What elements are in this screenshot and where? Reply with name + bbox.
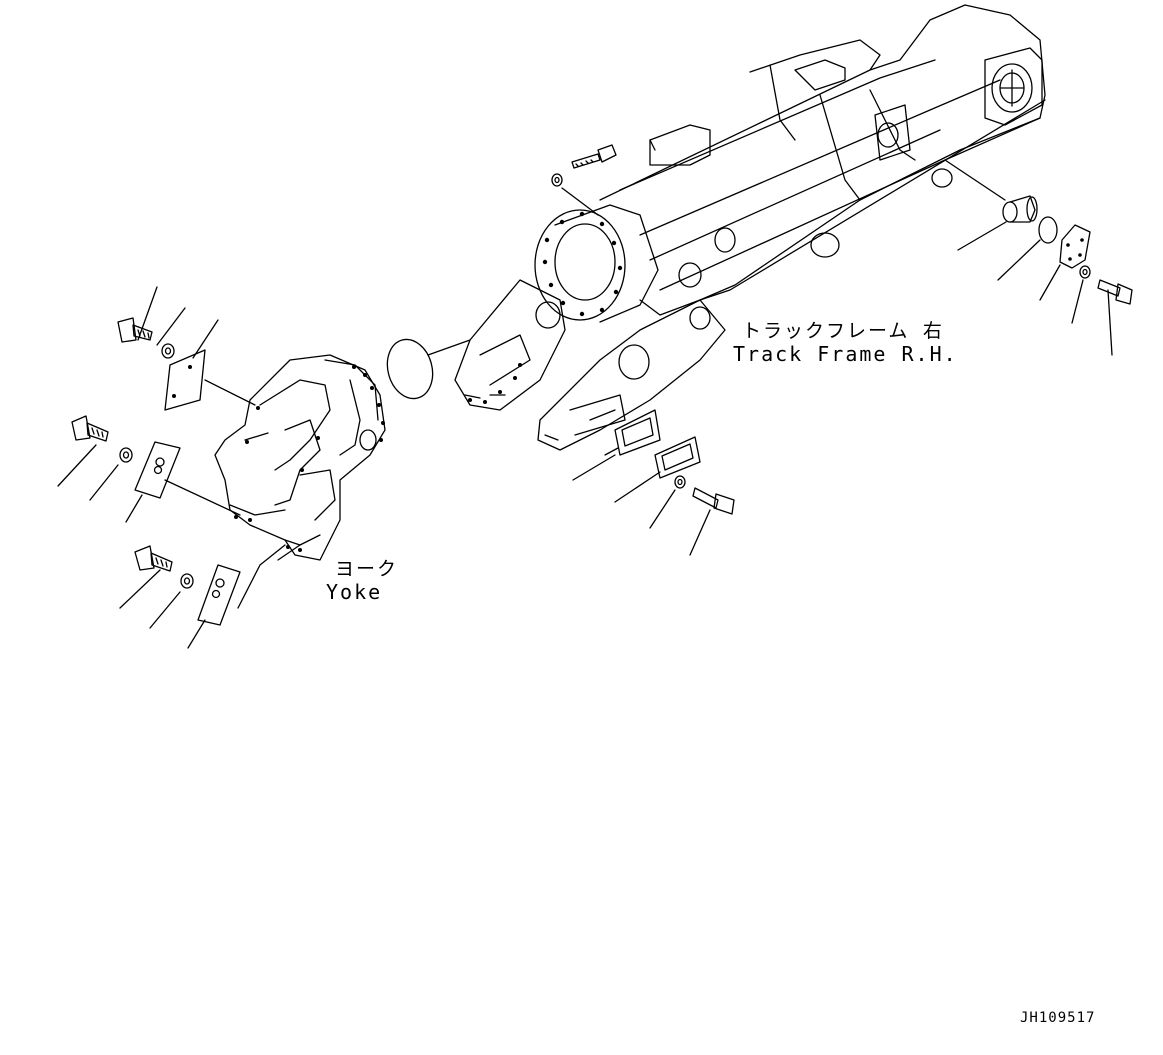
rear-o-ring [1038,216,1058,244]
drawing-code: JH109517 [1020,1010,1096,1026]
yoke-upper-plate [164,349,206,411]
track-frame-label-en: Track Frame R.H. [733,342,958,366]
yoke-lower-washer [180,573,194,589]
yoke-middle-washer [119,447,133,463]
track-frame-label-jp: トラックフレーム 右 [742,320,944,342]
rear-washer [1079,265,1091,279]
track-frame-drawing [454,4,1046,451]
yoke-upper-washer [161,343,175,359]
mid-washer [674,475,686,489]
mid-shim-plate-1 [604,409,661,456]
yoke-middle-bolt [71,415,109,442]
rear-plug [1002,195,1038,223]
rear-cover [1059,224,1091,269]
frame-top-washer [551,173,563,187]
mid-shim-plate-2 [654,436,701,479]
yoke-lower-bolt [134,545,173,572]
rear-bolt [1097,279,1133,305]
yoke-middle-plate [134,441,181,499]
frame-top-bolt [571,144,617,169]
o-ring [386,338,434,400]
yoke-lower-plate [197,564,241,626]
yoke-upper-bolt [117,317,153,343]
yoke-label-jp: ヨーク [335,558,399,580]
mid-bolt [692,487,735,515]
yoke-drawing [214,354,386,561]
yoke-label-en: Yoke [326,580,383,604]
